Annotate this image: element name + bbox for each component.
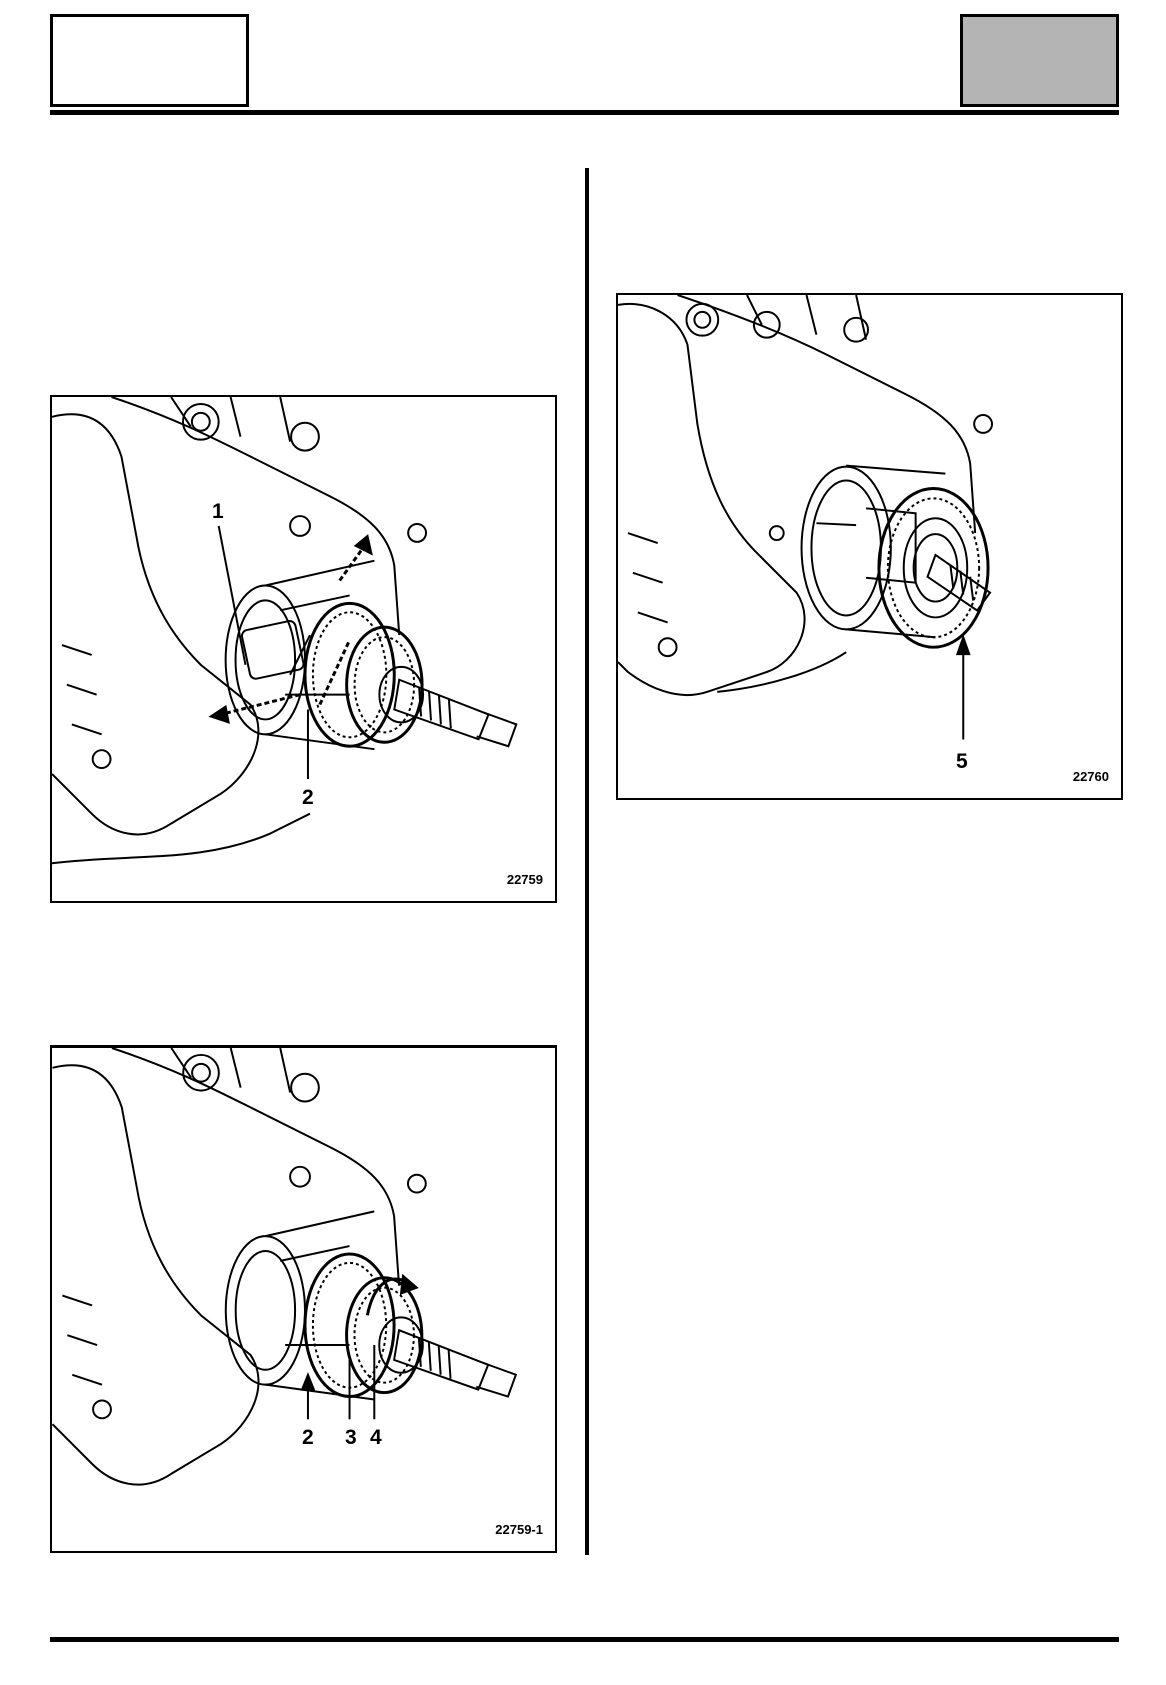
figure-number: 22760 [1072, 769, 1109, 784]
figure-number: 22759-1 [495, 1522, 543, 1537]
figure-22759-1: 2 3 4 22759-1 [50, 1045, 557, 1553]
header-right-box [960, 14, 1119, 107]
callout-3: 3 [345, 1426, 357, 1449]
column-divider [585, 168, 589, 1555]
figure-22759: 1 2 22759 [50, 395, 557, 903]
callout-5: 5 [956, 750, 968, 773]
header-rule [50, 110, 1119, 115]
gearbox-puller-illustration-1 [52, 397, 518, 865]
figure-number: 22759 [506, 872, 543, 887]
callout-1: 1 [212, 500, 224, 523]
callout-2: 2 [302, 786, 314, 809]
header-left-box [50, 14, 249, 107]
figure-22760: 5 22760 [616, 293, 1123, 800]
callout-2: 2 [302, 1426, 314, 1449]
callout-4: 4 [370, 1426, 382, 1449]
gearbox-puller-illustration-2 [52, 1048, 518, 1486]
footer-rule [50, 1637, 1119, 1642]
gearbox-puller-illustration-3 [618, 295, 994, 740]
